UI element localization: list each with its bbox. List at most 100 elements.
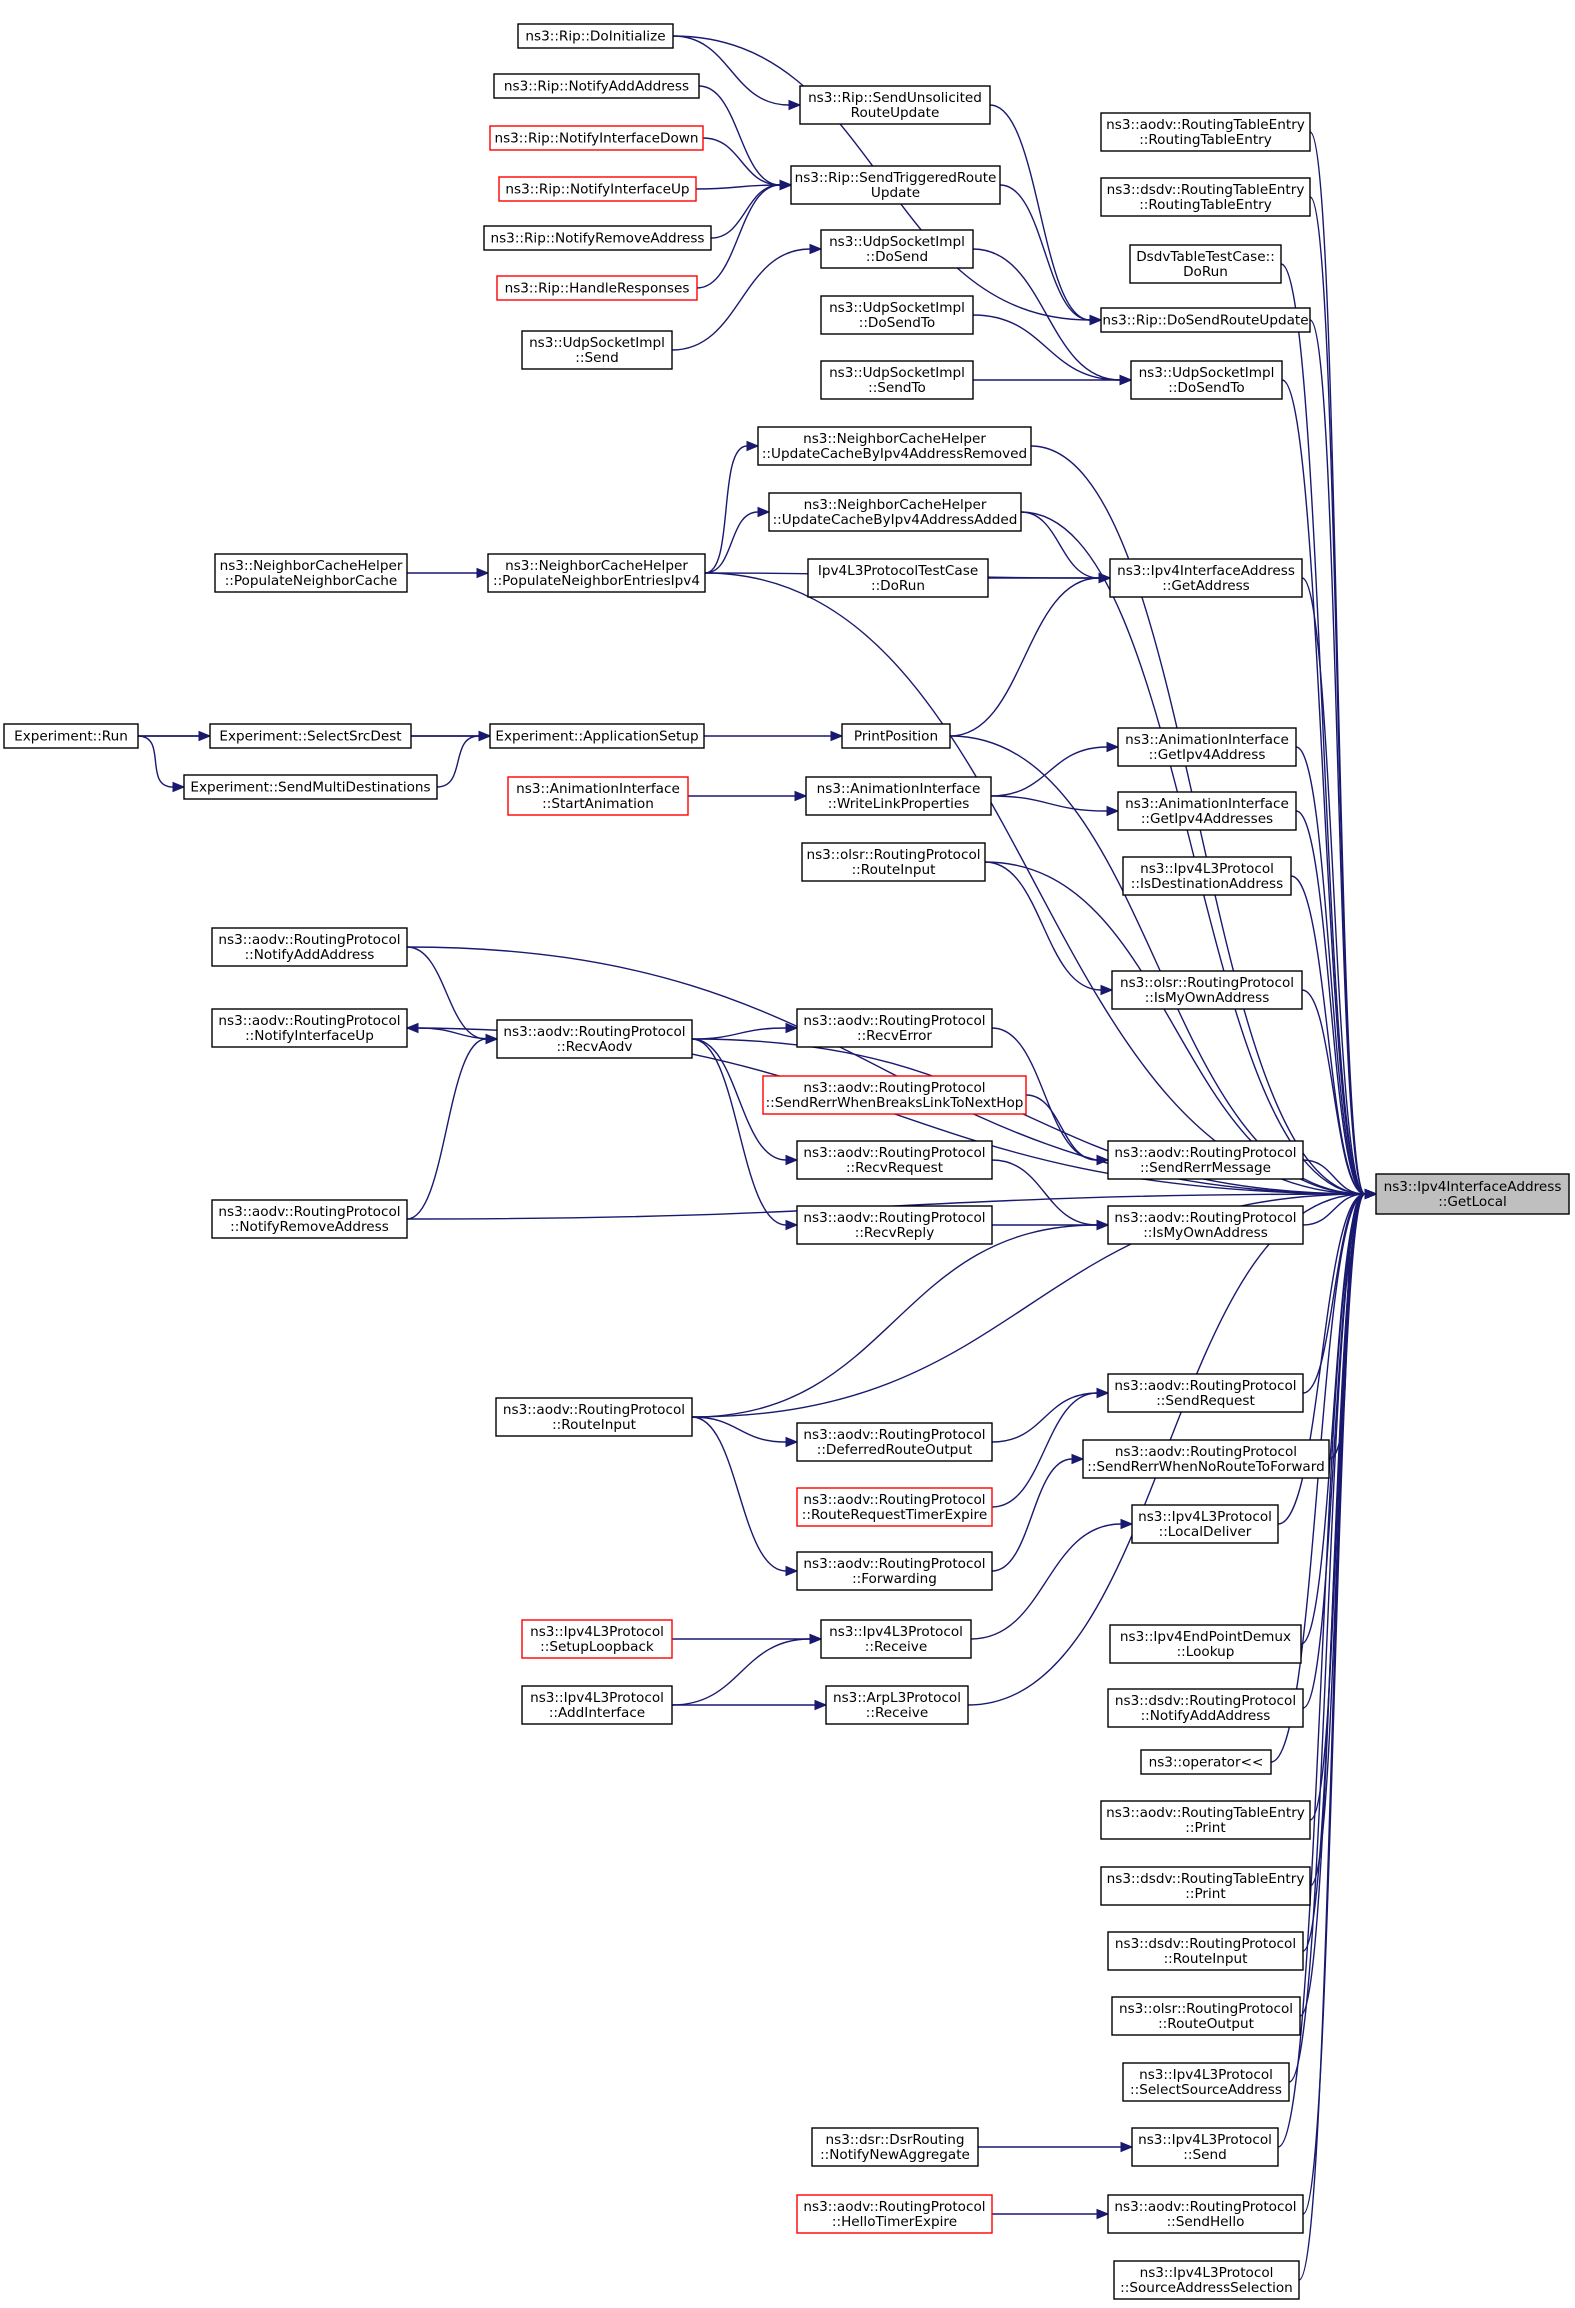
edge-olsr_routeinput-to-olsr_ismyown	[984, 861, 1114, 996]
node-aodv-notifyifup[interactable]: ns3::aodv::RoutingProtocol::NotifyInterf…	[211, 1008, 408, 1048]
node-aodv-sendrerrmsg[interactable]: ns3::aodv::RoutingProtocol::SendRerrMess…	[1107, 1140, 1304, 1180]
node-nch-added[interactable]: ns3::NeighborCacheHelper::UpdateCacheByI…	[768, 492, 1022, 532]
node-box	[841, 723, 951, 749]
node-getlocal[interactable]: ns3::Ipv4InterfaceAddress::GetLocal	[1375, 1173, 1570, 1215]
node-box	[214, 553, 408, 593]
node-udp-dosendto-in[interactable]: ns3::UdpSocketImpl::DoSendTo	[820, 295, 974, 335]
node-ipv4l3-addif[interactable]: ns3::Ipv4L3Protocol::AddInterface	[521, 1685, 673, 1725]
node-nch-populate[interactable]: ns3::NeighborCacheHelper::PopulateNeighb…	[214, 553, 408, 593]
node-label: ::IsMyOwnAddress	[1143, 1225, 1268, 1241]
node-ipv4l3-srcaddrsel[interactable]: ns3::Ipv4L3Protocol::SourceAddressSelect…	[1113, 2260, 1300, 2300]
node-rip-notifyremove[interactable]: ns3::Rip::NotifyRemoveAddress	[483, 225, 712, 251]
node-rip-doinit[interactable]: ns3::Rip::DoInitialize	[517, 23, 674, 49]
node-ipv4l3-receive[interactable]: ns3::Ipv4L3Protocol::Receive	[820, 1619, 972, 1659]
node-label: ns3::aodv::RoutingProtocol	[803, 1145, 985, 1161]
node-aodv-forwarding[interactable]: ns3::aodv::RoutingProtocol::Forwarding	[796, 1551, 993, 1591]
node-box	[796, 1422, 993, 1462]
node-aodv-sendrerr-breaks[interactable]: ns3::aodv::RoutingProtocol::SendRerrWhen…	[762, 1075, 1027, 1115]
node-ipv4l3-setuploopback[interactable]: ns3::Ipv4L3Protocol::SetupLoopback	[521, 1619, 673, 1659]
node-exp-sendmulti[interactable]: Experiment::SendMultiDestinations	[183, 774, 438, 800]
node-dsdv-notifyadd[interactable]: ns3::dsdv::RoutingProtocol::NotifyAddAdd…	[1107, 1688, 1304, 1728]
arrowhead	[1119, 374, 1133, 386]
node-dsdv-testcase[interactable]: DsdvTableTestCase::DoRun	[1129, 244, 1282, 284]
node-label: ns3::Ipv4L3Protocol	[530, 1690, 664, 1706]
node-arp-receive[interactable]: ns3::ArpL3Protocol::Receive	[825, 1685, 969, 1725]
node-udp-dosendto[interactable]: ns3::UdpSocketImpl::DoSendTo	[1130, 360, 1283, 400]
node-rip-notifyadd[interactable]: ns3::Rip::NotifyAddAddress	[493, 73, 700, 99]
node-label: ns3::Ipv4L3Protocol	[829, 1624, 963, 1640]
node-exp-appsetup[interactable]: Experiment::ApplicationSetup	[489, 723, 705, 749]
node-label: ns3::AnimationInterface	[516, 781, 680, 797]
node-aodv-routereqtimer[interactable]: ns3::aodv::RoutingProtocol::RouteRequest…	[796, 1487, 993, 1527]
node-box	[1130, 360, 1283, 400]
node-box	[493, 73, 700, 99]
node-rip-ifdown[interactable]: ns3::Rip::NotifyInterfaceDown	[489, 125, 704, 151]
node-printposition[interactable]: PrintPosition	[841, 723, 951, 749]
node-olsr-ismyown[interactable]: ns3::olsr::RoutingProtocol::IsMyOwnAddre…	[1111, 970, 1303, 1010]
node-aodv-sendhello[interactable]: ns3::aodv::RoutingProtocol::SendHello	[1107, 2194, 1304, 2234]
node-aodv-rte-ctor[interactable]: ns3::aodv::RoutingTableEntry::RoutingTab…	[1100, 112, 1311, 152]
node-exp-selectsrc[interactable]: Experiment::SelectSrcDest	[209, 723, 412, 749]
node-aodv-recverror[interactable]: ns3::aodv::RoutingProtocol::RecvError	[796, 1008, 993, 1048]
node-aodv-recvaodv[interactable]: ns3::aodv::RoutingProtocol::RecvAodv	[496, 1019, 693, 1059]
node-ipv4l3-send[interactable]: ns3::Ipv4L3Protocol::Send	[1131, 2127, 1279, 2167]
node-olsr-routeoutput[interactable]: ns3::olsr::RoutingProtocol::RouteOutput	[1111, 1996, 1301, 2036]
node-udp-send[interactable]: ns3::UdpSocketImpl::Send	[521, 330, 673, 370]
node-box	[517, 23, 674, 49]
node-dsr-notifynewagg[interactable]: ns3::dsr::DsrRouting::NotifyNewAggregate	[811, 2127, 979, 2167]
node-label: ns3::UdpSocketImpl	[829, 300, 965, 316]
node-label: ::AddInterface	[549, 1705, 645, 1721]
arrowhead	[814, 1699, 828, 1711]
node-ipv4l3-localdeliver[interactable]: ns3::Ipv4L3Protocol::LocalDeliver	[1131, 1504, 1279, 1544]
node-udp-sendto[interactable]: ns3::UdpSocketImpl::SendTo	[820, 360, 974, 400]
node-ipv4l3-isdest[interactable]: ns3::Ipv4L3Protocol::IsDestinationAddres…	[1122, 856, 1292, 896]
node-aodv-notifyadd[interactable]: ns3::aodv::RoutingProtocol::NotifyAddAdd…	[211, 927, 408, 967]
node-anim-start[interactable]: ns3::AnimationInterface::StartAnimation	[507, 776, 689, 816]
node-label: ns3::dsdv::RoutingTableEntry	[1107, 1871, 1305, 1887]
node-label: ::SetupLoopback	[540, 1639, 654, 1655]
node-label: ns3::Ipv4L3Protocol	[1138, 1509, 1272, 1525]
node-rip-handleresp[interactable]: ns3::Rip::HandleResponses	[496, 275, 698, 301]
node-dsdv-rte-print[interactable]: ns3::dsdv::RoutingTableEntry::Print	[1100, 1866, 1311, 1906]
node-ipv4ia-getaddress[interactable]: ns3::Ipv4InterfaceAddress::GetAddress	[1109, 558, 1303, 598]
node-ipv4l3-selectsrc[interactable]: ns3::Ipv4L3Protocol::SelectSourceAddress	[1122, 2062, 1290, 2102]
node-dsdv-rte-ctor[interactable]: ns3::dsdv::RoutingTableEntry::RoutingTab…	[1100, 177, 1311, 217]
node-olsr-routeinput[interactable]: ns3::olsr::RoutingProtocol::RouteInput	[801, 842, 986, 882]
node-dsdv-routeinput[interactable]: ns3::dsdv::RoutingProtocol::RouteInput	[1107, 1931, 1304, 1971]
node-operator-lshift[interactable]: ns3::operator<<	[1140, 1749, 1272, 1775]
node-box	[790, 165, 1001, 205]
node-aodv-deferred[interactable]: ns3::aodv::RoutingProtocol::DeferredRout…	[796, 1422, 993, 1462]
node-aodv-hellotimer[interactable]: ns3::aodv::RoutingProtocol::HelloTimerEx…	[796, 2194, 993, 2234]
node-aodv-notifyremove[interactable]: ns3::aodv::RoutingProtocol::NotifyRemove…	[211, 1199, 408, 1239]
node-nch-popipv4[interactable]: ns3::NeighborCacheHelper::PopulateNeighb…	[487, 553, 706, 593]
node-nch-removed[interactable]: ns3::NeighborCacheHelper::UpdateCacheByI…	[757, 426, 1032, 466]
node-aodv-routeinput[interactable]: ns3::aodv::RoutingProtocol::RouteInput	[495, 1397, 693, 1437]
node-aodv-recvreply[interactable]: ns3::aodv::RoutingProtocol::RecvReply	[796, 1205, 993, 1245]
node-rip-ifup[interactable]: ns3::Rip::NotifyInterfaceUp	[498, 176, 697, 202]
edge-aodv_routereqtimer-to-aodv_sendrequest	[991, 1387, 1110, 1508]
node-box	[1109, 558, 1303, 598]
node-aodv-sendrequest[interactable]: ns3::aodv::RoutingProtocol::SendRequest	[1107, 1373, 1304, 1413]
node-anim-writelink[interactable]: ns3::AnimationInterface::WriteLinkProper…	[805, 776, 992, 816]
node-label: ::RecvError	[857, 1028, 932, 1044]
node-exp-run[interactable]: Experiment::Run	[3, 723, 139, 749]
edge-aodv_sendrerr_breaks-to-aodv_sendrerrmsg	[1025, 1094, 1110, 1166]
node-box	[1117, 791, 1297, 831]
node-aodv-sendrerr-noroute[interactable]: ns3::aodv::RoutingProtocol::SendRerrWhen…	[1082, 1439, 1330, 1479]
node-box	[487, 553, 706, 593]
edge-anim_start-to-anim_writelink	[688, 790, 808, 802]
node-aodv-ismyown[interactable]: ns3::aodv::RoutingProtocol::IsMyOwnAddre…	[1107, 1205, 1304, 1245]
node-aodv-rte-print[interactable]: ns3::aodv::RoutingTableEntry::Print	[1100, 1800, 1311, 1840]
node-rip-dosendroute[interactable]: ns3::Rip::DoSendRouteUpdate	[1100, 307, 1311, 333]
node-ipv4ep-lookup[interactable]: ns3::Ipv4EndPointDemux::Lookup	[1109, 1624, 1302, 1664]
arrowhead	[1096, 1219, 1110, 1231]
node-anim-getipv4[interactable]: ns3::AnimationInterface::GetIpv4Address	[1117, 727, 1297, 767]
node-ipv4l3-testcase[interactable]: Ipv4L3ProtocolTestCase::DoRun	[807, 558, 989, 598]
node-label: ::RouteInput	[1164, 1951, 1248, 1967]
node-anim-getipv4s[interactable]: ns3::AnimationInterface::GetIpv4Addresse…	[1117, 791, 1297, 831]
node-udp-dosend[interactable]: ns3::UdpSocketImpl::DoSend	[820, 229, 974, 269]
node-label: ns3::Ipv4InterfaceAddress	[1117, 563, 1295, 579]
node-aodv-recvrequest[interactable]: ns3::aodv::RoutingProtocol::RecvRequest	[796, 1140, 993, 1180]
